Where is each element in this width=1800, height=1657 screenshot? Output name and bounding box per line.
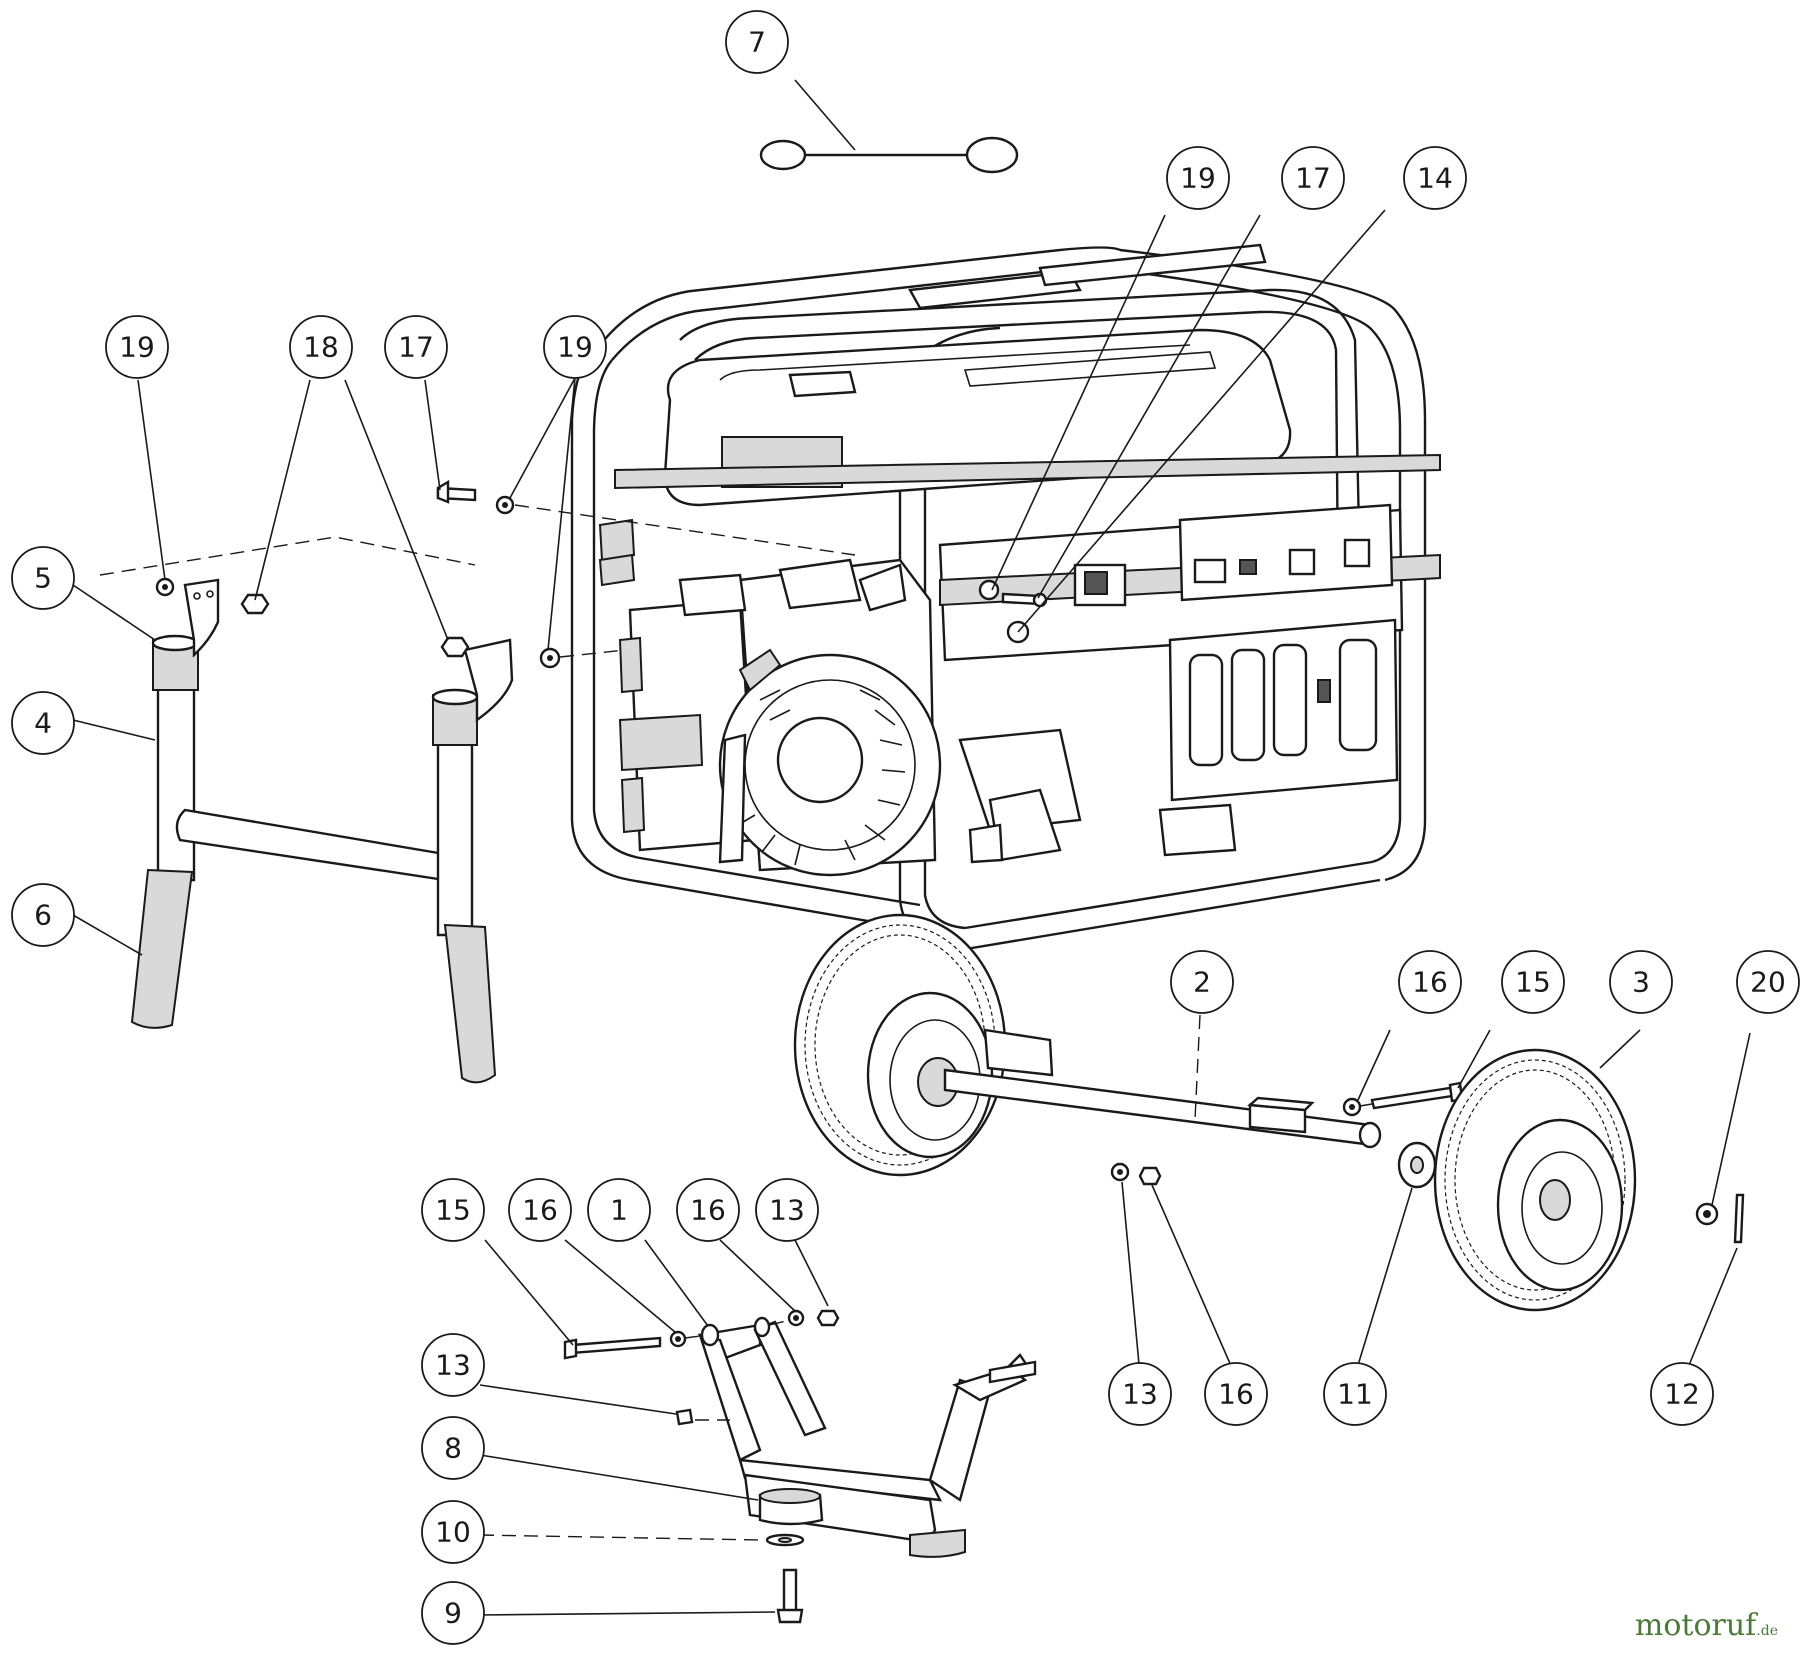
callout-16-stand-right[interactable]: 16 xyxy=(676,1178,740,1242)
svg-text:11: 11 xyxy=(1337,1378,1373,1411)
svg-text:17: 17 xyxy=(1295,162,1331,195)
callout-4[interactable]: 4 xyxy=(11,691,75,755)
svg-text:17: 17 xyxy=(398,331,434,364)
svg-text:16: 16 xyxy=(1412,966,1448,999)
svg-text:19: 19 xyxy=(119,331,155,364)
svg-text:15: 15 xyxy=(1515,966,1551,999)
svg-text:14: 14 xyxy=(1417,162,1453,195)
svg-text:10: 10 xyxy=(435,1516,471,1549)
svg-text:3: 3 xyxy=(1632,966,1650,999)
callout-16-axle-lower[interactable]: 16 xyxy=(1204,1362,1268,1426)
svg-text:16: 16 xyxy=(690,1194,726,1227)
outlets xyxy=(1188,638,1378,767)
svg-text:4: 4 xyxy=(34,707,52,740)
svg-text:19: 19 xyxy=(557,331,593,364)
control-panel xyxy=(938,503,1441,857)
callout-6[interactable]: 6 xyxy=(11,883,75,947)
leader-lines xyxy=(72,79,1751,1616)
svg-text:1: 1 xyxy=(610,1194,628,1227)
support-stand xyxy=(563,1309,1037,1624)
callout-15-axle[interactable]: 15 xyxy=(1501,950,1565,1014)
callout-13-axle[interactable]: 13 xyxy=(1108,1362,1172,1426)
fuel-tank xyxy=(614,328,1441,507)
callout-1[interactable]: 1 xyxy=(587,1178,651,1242)
svg-text:13: 13 xyxy=(1122,1378,1158,1411)
callout-16-stand-left[interactable]: 16 xyxy=(508,1178,572,1242)
callout-3[interactable]: 3 xyxy=(1609,950,1673,1014)
left-wheel xyxy=(793,913,1007,1177)
svg-text:13: 13 xyxy=(435,1349,471,1382)
callout-7[interactable]: 7 xyxy=(725,10,789,74)
svg-text:15: 15 xyxy=(435,1194,471,1227)
generator-frame xyxy=(570,243,1427,952)
watermark-ext: .de xyxy=(1756,1623,1778,1639)
svg-text:13: 13 xyxy=(769,1194,805,1227)
callout-8[interactable]: 8 xyxy=(421,1416,485,1480)
svg-text:12: 12 xyxy=(1664,1378,1700,1411)
svg-text:9: 9 xyxy=(444,1597,462,1630)
callout-18[interactable]: 18 xyxy=(289,315,353,379)
callout-19-upper-right[interactable]: 19 xyxy=(1166,146,1230,210)
svg-text:7: 7 xyxy=(748,26,766,59)
lanyard-cable xyxy=(759,136,1019,174)
callout-17-left[interactable]: 17 xyxy=(384,315,448,379)
watermark-name: motoruf xyxy=(1634,1608,1757,1643)
axle xyxy=(943,1028,1464,1189)
callout-10[interactable]: 10 xyxy=(421,1500,485,1564)
handle-assembly xyxy=(99,479,856,1084)
callout-15-stand[interactable]: 15 xyxy=(421,1178,485,1242)
callout-13-stand-mid[interactable]: 13 xyxy=(421,1333,485,1397)
svg-text:2: 2 xyxy=(1193,966,1211,999)
callout-2[interactable]: 2 xyxy=(1170,950,1234,1014)
svg-text:16: 16 xyxy=(522,1194,558,1227)
callout-12[interactable]: 12 xyxy=(1650,1362,1714,1426)
svg-text:20: 20 xyxy=(1750,966,1786,999)
callout-13-stand-top[interactable]: 13 xyxy=(755,1178,819,1242)
svg-text:6: 6 xyxy=(34,899,52,932)
callout-9[interactable]: 9 xyxy=(421,1581,485,1645)
svg-text:8: 8 xyxy=(444,1432,462,1465)
callout-11[interactable]: 11 xyxy=(1323,1362,1387,1426)
callout-14[interactable]: 14 xyxy=(1403,146,1467,210)
svg-text:16: 16 xyxy=(1218,1378,1254,1411)
right-wheel xyxy=(1433,1048,1745,1312)
watermark-logo: motoruf.de xyxy=(1635,1608,1778,1643)
starter-vents xyxy=(737,689,906,866)
callout-20[interactable]: 20 xyxy=(1736,950,1800,1014)
callout-19-center[interactable]: 19 xyxy=(543,315,607,379)
callout-labels: 7 19 17 14 19 18 17 19 5 4 6 2 16 15 3 2… xyxy=(11,10,1800,1645)
svg-text:18: 18 xyxy=(303,331,339,364)
callout-5[interactable]: 5 xyxy=(11,546,75,610)
callout-16-axle[interactable]: 16 xyxy=(1398,950,1462,1014)
callout-19-left[interactable]: 19 xyxy=(105,315,169,379)
svg-text:5: 5 xyxy=(34,562,52,595)
svg-text:19: 19 xyxy=(1180,162,1216,195)
engine xyxy=(618,558,1082,877)
callout-17-upper-right[interactable]: 17 xyxy=(1281,146,1345,210)
